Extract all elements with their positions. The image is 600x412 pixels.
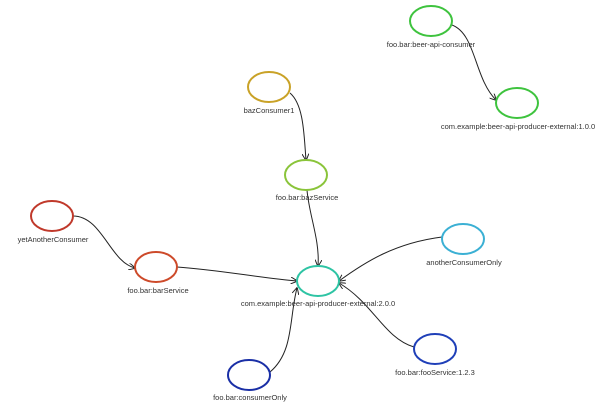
graph-node-beer-api-producer-external-100[interactable]: com.example:beer-api-producer-external:1… — [441, 87, 595, 131]
graph-node-bazService[interactable]: foo.bar:bazService — [276, 159, 339, 202]
node-label-bazService: foo.bar:bazService — [276, 193, 339, 202]
graph-node-anotherConsumerOnly[interactable]: anotherConsumerOnly — [426, 223, 502, 267]
edge-fooService-to-beer-api-producer-external-200 — [339, 283, 415, 348]
node-ellipse-beer-api-consumer[interactable] — [409, 5, 453, 37]
edge-bazService-to-beer-api-producer-external-200 — [306, 189, 318, 266]
node-label-yetAnotherConsumer: yetAnotherConsumer — [18, 235, 89, 244]
node-label-beer-api-consumer: foo.bar:beer-api-consumer — [387, 40, 476, 49]
node-ellipse-bazService[interactable] — [284, 159, 328, 191]
node-ellipse-yetAnotherConsumer[interactable] — [30, 200, 74, 232]
node-ellipse-bazConsumer1[interactable] — [247, 71, 291, 103]
node-label-bazConsumer1: bazConsumer1 — [244, 106, 295, 115]
edge-bazConsumer1-to-bazService — [289, 92, 306, 160]
node-label-beer-api-producer-external-200: com.example:beer-api-producer-external:2… — [241, 299, 395, 308]
graph-node-consumerOnly[interactable]: foo.bar:consumerOnly — [213, 359, 287, 402]
nodes-layer: foo.bar:beer-api-consumer com.example:bee… — [18, 5, 595, 402]
node-ellipse-beer-api-producer-external-200[interactable] — [296, 265, 340, 297]
graph-node-beer-api-producer-external-200[interactable]: com.example:beer-api-producer-external:2… — [241, 265, 395, 308]
node-label-anotherConsumerOnly: anotherConsumerOnly — [426, 258, 502, 267]
edges-layer — [72, 24, 496, 373]
edge-beer-api-consumer-to-beer-api-producer-external-100 — [451, 24, 496, 100]
node-label-fooService: foo.bar:fooService:1.2.3 — [395, 368, 475, 377]
node-ellipse-anotherConsumerOnly[interactable] — [441, 223, 485, 255]
graph-node-yetAnotherConsumer[interactable]: yetAnotherConsumer — [18, 200, 89, 244]
edge-anotherConsumerOnly-to-beer-api-producer-external-200 — [339, 236, 443, 281]
edge-barService-to-beer-api-producer-external-200 — [176, 266, 297, 281]
edge-consumerOnly-to-beer-api-producer-external-200 — [269, 288, 297, 373]
graph-node-barService[interactable]: foo.bar:barService — [127, 251, 189, 295]
graph-node-fooService[interactable]: foo.bar:fooService:1.2.3 — [395, 333, 475, 377]
graph-node-beer-api-consumer[interactable]: foo.bar:beer-api-consumer — [387, 5, 476, 49]
node-ellipse-fooService[interactable] — [413, 333, 457, 365]
node-label-barService: foo.bar:barService — [127, 286, 188, 295]
node-label-consumerOnly: foo.bar:consumerOnly — [213, 393, 287, 402]
graph-node-bazConsumer1[interactable]: bazConsumer1 — [244, 71, 295, 115]
node-ellipse-consumerOnly[interactable] — [227, 359, 271, 391]
node-label-beer-api-producer-external-100: com.example:beer-api-producer-external:1… — [441, 122, 595, 131]
node-ellipse-beer-api-producer-external-100[interactable] — [495, 87, 539, 119]
node-ellipse-barService[interactable] — [134, 251, 178, 283]
edge-yetAnotherConsumer-to-barService — [72, 215, 135, 268]
